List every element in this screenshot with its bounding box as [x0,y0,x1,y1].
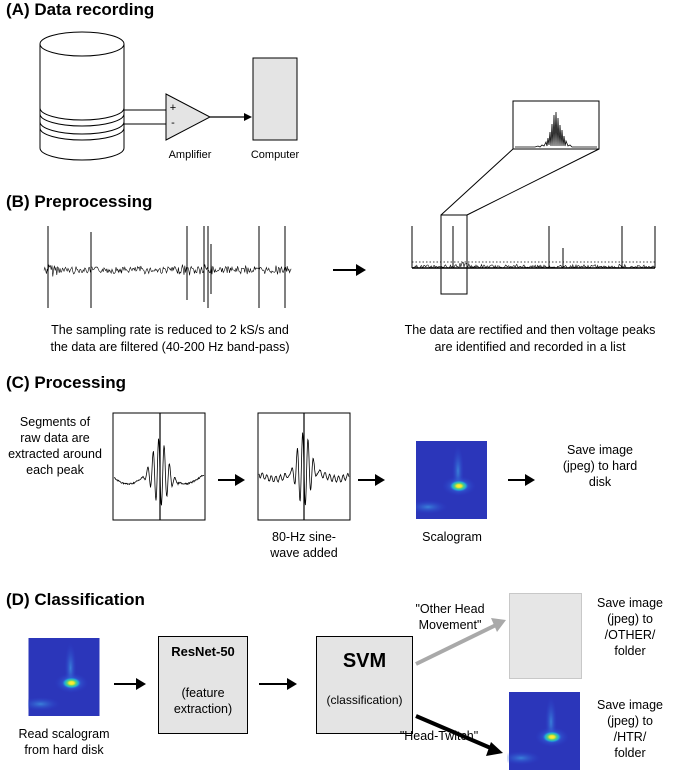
rectified-signal-peaks [411,226,656,268]
other-save-label-2: (jpeg) to [607,612,653,626]
raw-filtered-signal [43,264,292,277]
htr-save-label-3: /HTR/ [613,730,647,744]
segments-label-1: Segments of [19,415,91,429]
head-cylinder [39,31,125,161]
section-b-title: (B) Preprocessing [6,192,153,211]
svm-box [316,636,413,734]
sine-added-label-1: 80-Hz sine- [272,530,336,544]
segments-label-2: raw data are [20,431,90,445]
htr-arrow-head [486,742,503,756]
other-placeholder-image [509,593,582,679]
save-hard-disk-label-1: Save image [566,443,633,457]
segments-label-4: each peak [26,463,84,477]
other-arrow-head [491,618,506,632]
segment-waveform-trace [113,438,205,506]
preprocessing-diagram [43,148,656,308]
scalogram-image [416,441,487,519]
classification-arrow-2-head [287,678,297,690]
zoom-inset-trace [515,111,597,148]
htr-arrow-line [415,714,494,751]
svm-title: SVM [342,650,387,672]
preprocessing-left-caption-1: The sampling rate is reduced to 2 kS/s a… [51,323,289,337]
computer-box [252,57,298,141]
htr-save-label-1: Save image [596,698,663,712]
raw-signal-spikes [47,226,286,308]
classification-arrow-1-head [136,678,146,690]
head-twitch-label: "Head-Twitch" [399,729,479,743]
save-hard-disk-label-2: (jpeg) to hard [562,459,638,473]
amplifier-triangle [165,93,212,141]
processing-arrow-3-head [525,474,535,486]
other-head-movement-label-1: "Other Head [415,602,485,616]
htr-scalogram-image [507,692,580,770]
processing-diagram [112,412,535,521]
other-save-label-1: Save image [596,596,663,610]
preprocessing-right-caption-2: are identified and recorded in a list [434,340,626,354]
segment-waveform [113,438,205,506]
amplifier-plus-sign: + [169,102,177,114]
section-c-title: (C) Processing [6,373,126,392]
zoom-selection-box [440,214,468,295]
read-scalogram-label-1: Read scalogram [18,727,110,741]
preprocessing-right-caption-1: The data are rectified and then voltage … [404,323,656,337]
data-recording-diagram [39,31,600,161]
rectified-signal-trace [412,261,655,269]
zoom-line-right [466,148,600,216]
sine-added-label-2: wave added [270,546,338,560]
svm-sub: (classification) [326,693,403,707]
zoom-line-left [440,148,514,216]
htr-save-label-4: folder [614,746,646,760]
preprocessing-arrowhead [356,264,366,276]
raw-signal-trace [43,264,292,277]
resnet-sub-2: extraction) [173,702,233,716]
amplifier-label: Amplifier [168,149,212,161]
computer-label: Computer [250,149,300,161]
other-save-label-3: /OTHER/ [604,628,656,642]
section-d-title: (D) Classification [6,590,145,609]
save-hard-disk-label-3: disk [588,475,612,489]
other-head-movement-label-2: Movement" [418,618,482,632]
segment-plot-box [112,412,206,521]
processing-arrow-1-head [235,474,245,486]
processing-arrow-2-head [375,474,385,486]
other-save-label-4: folder [614,644,646,658]
preprocessing-left-caption-2: the data are filtered (40-200 Hz band-pa… [50,340,290,354]
other-arrow-line [415,623,497,666]
amplifier-minus-sign: - [171,117,175,129]
scalogram-label: Scalogram [422,530,482,544]
section-a-title: (A) Data recording [6,0,155,19]
amplifier-to-computer-arrowhead [244,113,252,121]
input-scalogram-image [28,638,100,716]
read-scalogram-label-2: from hard disk [24,743,104,757]
htr-save-label-2: (jpeg) to [607,714,653,728]
resnet-title: ResNet-50 [171,644,235,659]
resnet-box [158,636,248,734]
resnet-sub-1: (feature [181,686,225,700]
segments-label-3: extracted around [8,447,102,461]
